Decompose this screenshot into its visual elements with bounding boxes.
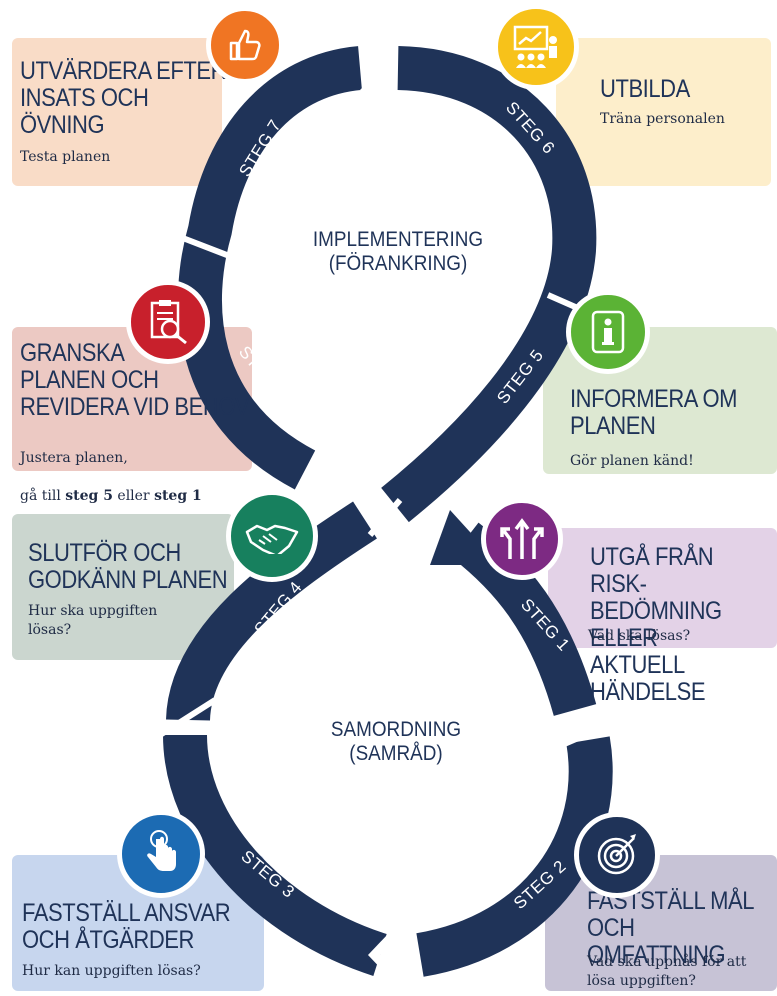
notch-top xyxy=(360,46,396,90)
title-step-5: INFORMERA OM PLANEN xyxy=(570,385,738,440)
target-icon xyxy=(597,834,636,875)
desc-step-4: Hur ska uppgiften lösas? xyxy=(28,603,158,638)
center-label-coordination: SAMORDNING (SAMRÅD) xyxy=(330,718,462,765)
circle-step-2 xyxy=(574,812,660,898)
circle-step-6 xyxy=(493,4,579,90)
circle-step-8 xyxy=(126,280,210,364)
circle-step-3 xyxy=(117,810,205,898)
desc-step-6: Träna personalen xyxy=(600,111,725,127)
handshake-icon xyxy=(245,524,299,554)
pointing-hand-icon xyxy=(147,830,176,871)
box-step-7 xyxy=(12,38,222,186)
separator-7-8 xyxy=(173,232,247,265)
loop-segment-bottom-right xyxy=(415,736,613,977)
desc-step-8-ref1: steg 5 xyxy=(65,488,113,504)
separator-4-3 xyxy=(158,697,217,738)
document-search-icon xyxy=(150,300,187,345)
box-step-6 xyxy=(556,38,771,186)
title-step-8: GRANSKA PLANEN OCH REVIDERA VID BEHOV xyxy=(20,339,250,421)
circle-step-4 xyxy=(226,490,318,582)
title-step-2: FASTSTÄLL MÅL OCH OMFATTNING xyxy=(587,887,755,969)
desc-step-8: Justera planen, gå till steg 5 eller ste… xyxy=(20,430,202,506)
desc-step-2: Vad ska uppnås för att lösa uppgiften? xyxy=(587,954,747,989)
desc-step-3: Hur kan uppgiften lösas? xyxy=(22,963,201,979)
separator-cross xyxy=(367,498,403,537)
separator-1-2 xyxy=(560,717,622,748)
circle-step-7 xyxy=(206,6,284,84)
title-step-4: SLUTFÖR OCH GODKÄNN PLANEN xyxy=(28,539,228,594)
desc-step-8-line1: Justera planen, xyxy=(20,450,128,466)
loop-segment-bottom-left xyxy=(163,734,387,976)
desc-step-8-mid: eller xyxy=(112,488,155,504)
desc-step-1: Vad ska lösas? xyxy=(588,628,691,644)
loop-segment-top xyxy=(178,46,363,490)
arrows-up-icon xyxy=(500,518,544,559)
title-step-7: UTVÄRDERA EFTER INSATS OCH ÖVNING xyxy=(20,57,227,139)
thumbs-up-icon xyxy=(229,29,261,61)
title-step-1: UTGÅ FRÅN RISK- BEDÖMNING ELLER AKTUELL … xyxy=(590,543,722,706)
circle-step-5 xyxy=(566,290,650,374)
desc-step-7: Testa planen xyxy=(20,149,111,165)
loop-segment-top-right xyxy=(381,46,597,523)
presentation-icon xyxy=(513,25,557,68)
title-step-6: UTBILDA xyxy=(600,75,690,103)
desc-step-5: Gör planen känd! xyxy=(570,453,694,469)
notch-bottom xyxy=(368,934,400,976)
desc-step-8-ref2: steg 1 xyxy=(154,488,202,504)
desc-step-8-pre: gå till xyxy=(20,488,66,504)
loop-segment-cross xyxy=(166,501,377,722)
center-label-implementation: IMPLEMENTERING (FÖRANKRING) xyxy=(312,228,484,275)
circle-step-1 xyxy=(481,498,563,580)
info-icon xyxy=(591,310,625,354)
title-step-3: FASTSTÄLL ANSVAR OCH ÅTGÄRDER xyxy=(22,899,231,954)
box-step-1 xyxy=(548,528,777,648)
